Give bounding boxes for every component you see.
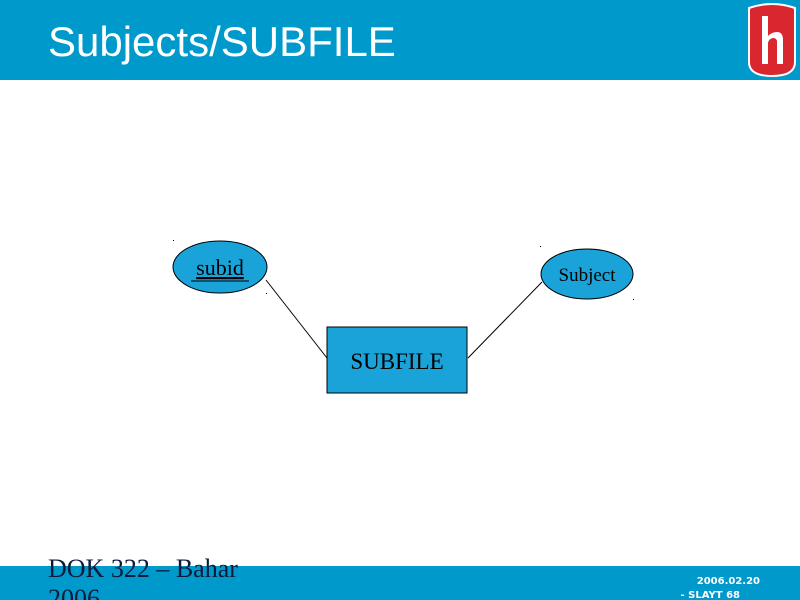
course-label: DOK 322 – Bahar 2006 xyxy=(48,554,238,600)
subject-connector xyxy=(467,281,543,359)
slide-date: 2006.02.20 xyxy=(696,576,760,587)
handle-dot xyxy=(633,299,634,300)
entity-subfile-label: SUBFILE xyxy=(350,349,443,374)
attribute-subject xyxy=(540,248,634,300)
attribute-subid-label: subid xyxy=(196,255,244,280)
page-title: Subjects/SUBFILE xyxy=(48,18,396,65)
handle-dot xyxy=(266,293,267,294)
footer-bar xyxy=(0,566,800,600)
handle-dot xyxy=(540,246,541,247)
attribute-subid xyxy=(172,240,268,294)
slide-number: - SLAYT 68 xyxy=(680,590,740,600)
handle-dot xyxy=(173,240,174,241)
subid-connector xyxy=(265,279,328,359)
attribute-subject-label: Subject xyxy=(559,265,617,286)
university-logo-icon xyxy=(748,3,796,78)
header-bar xyxy=(0,0,800,80)
entity-subfile xyxy=(326,326,468,394)
